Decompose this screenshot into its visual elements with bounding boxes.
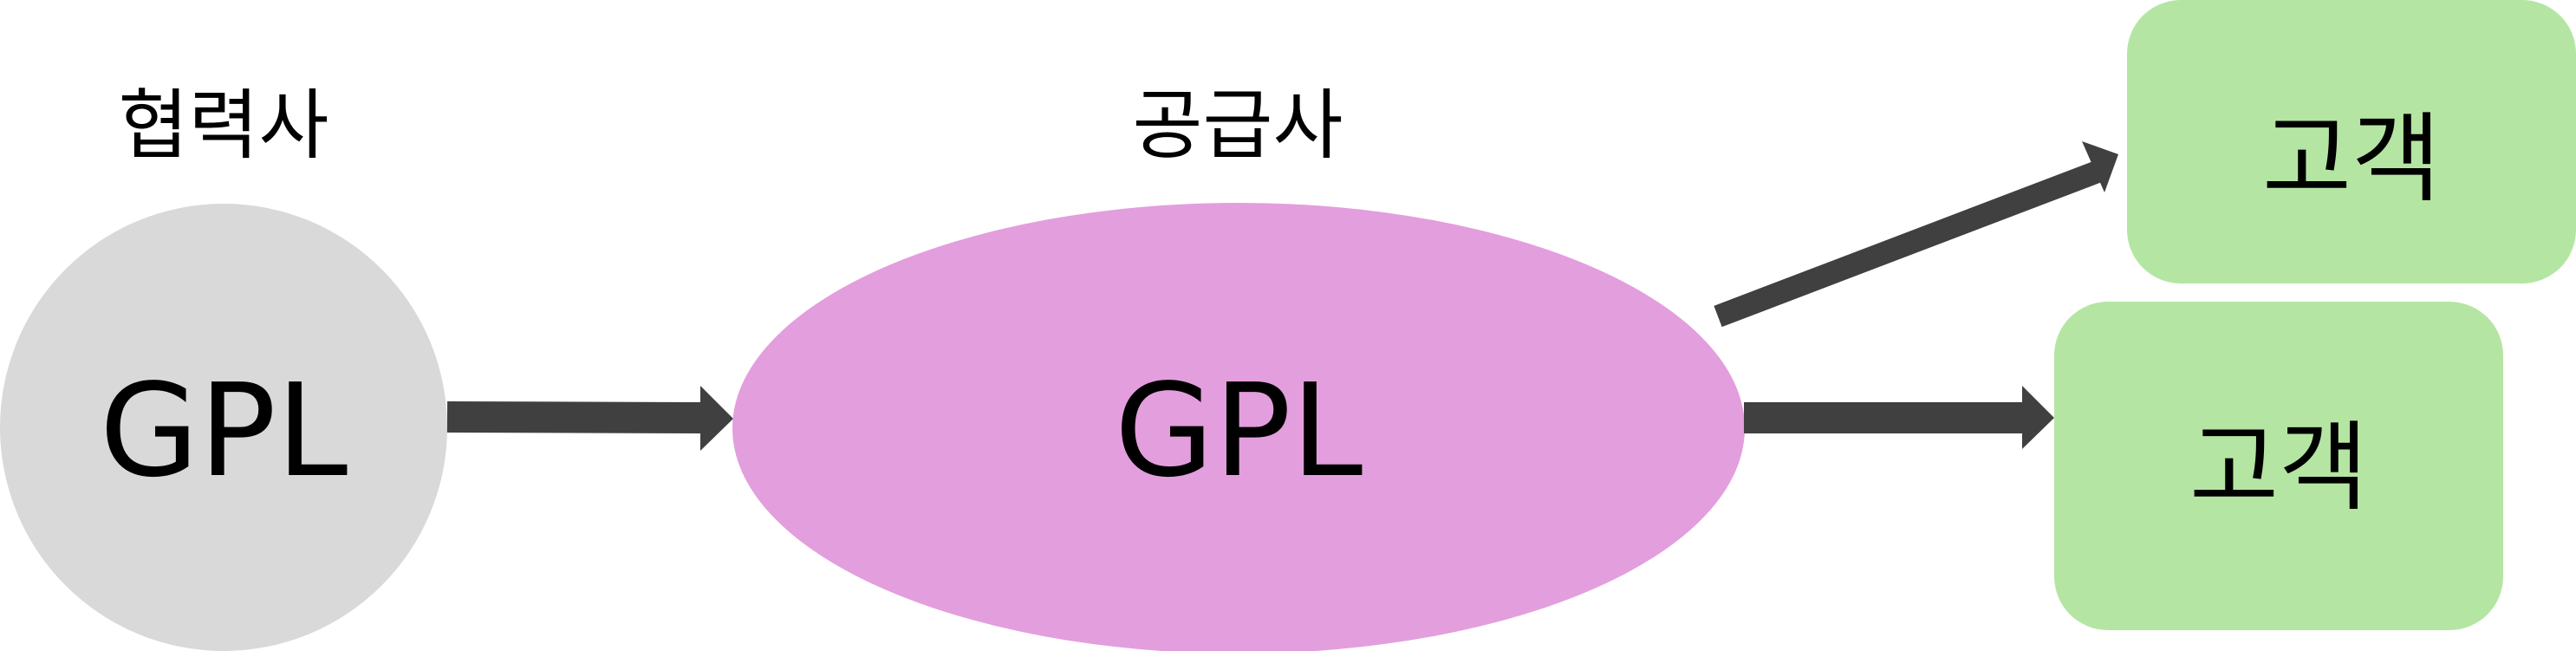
supplier-node bbox=[732, 203, 1745, 651]
partner-label: 협력사 bbox=[119, 81, 329, 170]
arrow-supplier-to-customer-bottom bbox=[1744, 386, 2054, 449]
arrow-supplier-to-customer-top bbox=[1714, 141, 2118, 328]
supplier-label: 공급사 bbox=[1133, 81, 1343, 170]
customer-bottom-node bbox=[2054, 302, 2503, 630]
customer-top-label: 고객 bbox=[2262, 103, 2441, 216]
partner-node bbox=[0, 204, 447, 651]
customer-bottom-label: 고객 bbox=[2189, 412, 2368, 524]
arrow-partner-to-supplier bbox=[446, 386, 733, 451]
partner-node-label: GPL bbox=[100, 356, 348, 505]
supplier-node-label: GPL bbox=[1115, 356, 1363, 505]
customer-top-node bbox=[2127, 0, 2576, 283]
